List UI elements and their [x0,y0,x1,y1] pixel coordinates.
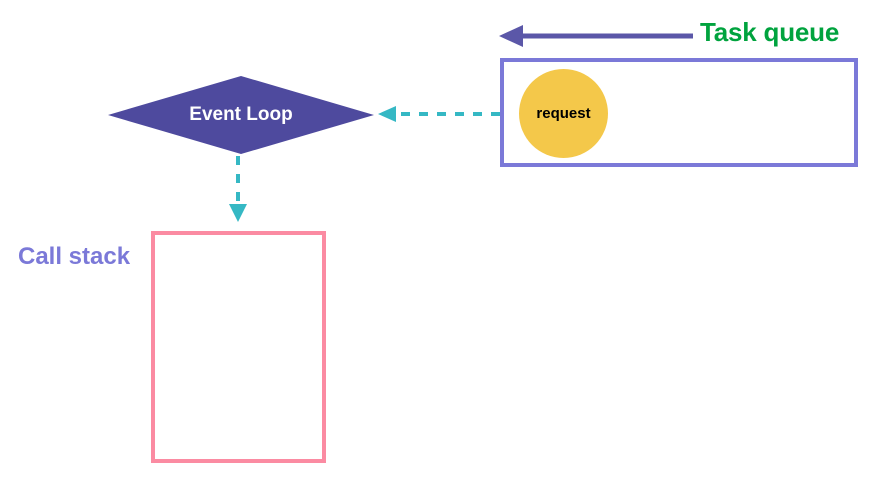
event-loop-to-call-stack-arrow-icon [229,156,247,222]
event-loop-diamond [108,76,374,154]
request-node: request [519,69,608,158]
task-queue-label: Task queue [700,17,840,47]
queue-to-event-loop-arrow-icon [378,106,500,122]
queue-intake-arrow-icon [499,25,693,47]
call-stack-label: Call stack [18,243,131,270]
call-stack-box [151,231,326,463]
